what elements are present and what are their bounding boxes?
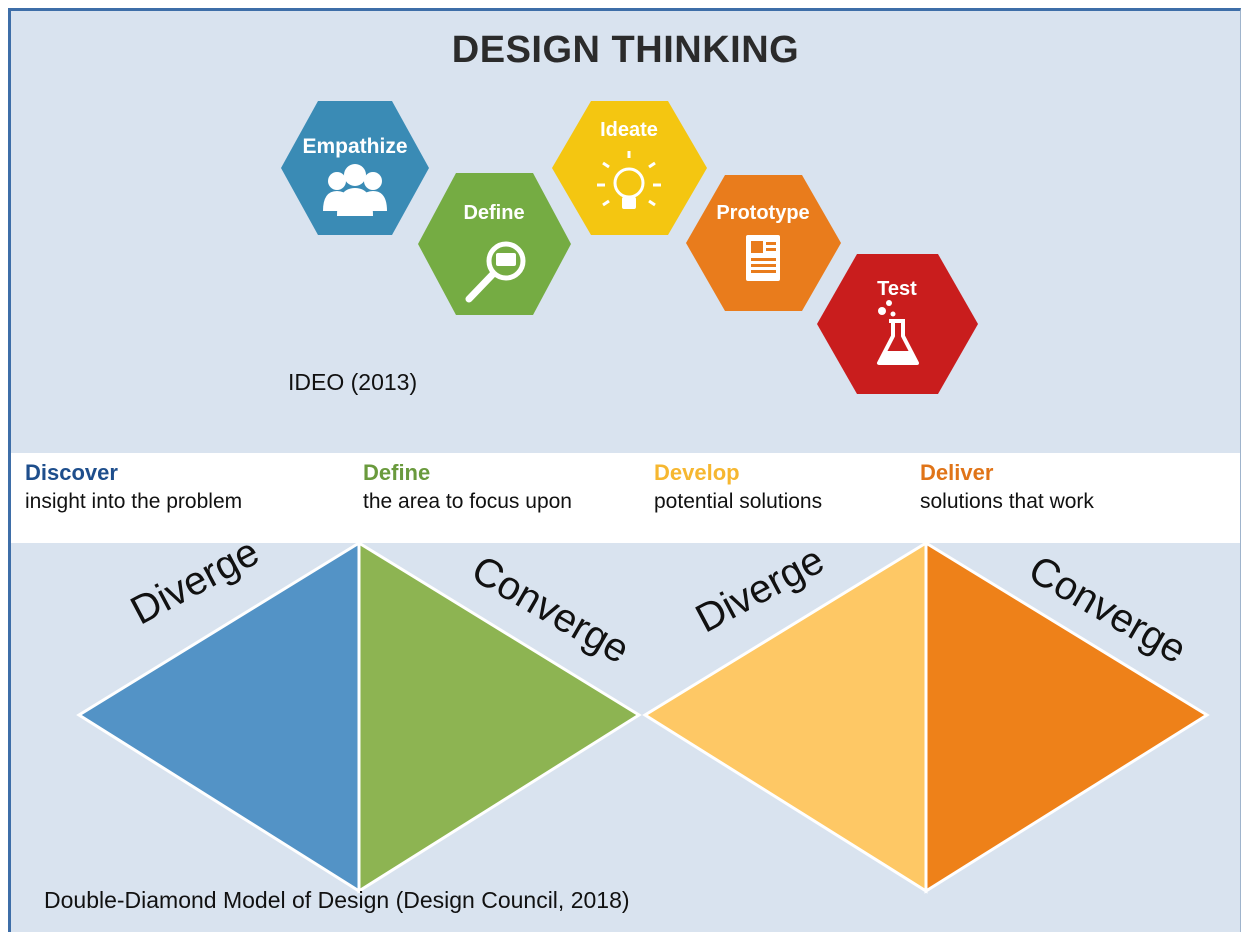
hexagon-label-define: Define xyxy=(463,202,524,224)
diagram-frame: DESIGN THINKING Empathize Define xyxy=(8,8,1241,932)
phase-name-define: Define xyxy=(363,460,431,485)
phase-desc-develop: potential solutions xyxy=(654,490,823,513)
ideo-caption: IDEO (2013) xyxy=(288,369,418,395)
phase-define: Define the area to focus upon xyxy=(363,459,572,517)
document-icon xyxy=(746,235,780,281)
phase-desc-discover: insight into the problem xyxy=(25,490,243,513)
hexagon-test: Test xyxy=(817,254,978,394)
hexagon-define: Define xyxy=(418,173,571,315)
lightbulb-icon xyxy=(597,151,661,209)
hexagon-prototype: Prototype xyxy=(686,175,841,311)
hexagon-empathize: Empathize xyxy=(281,101,429,235)
phase-name-deliver: Deliver xyxy=(920,460,994,485)
phase-band xyxy=(11,453,1240,543)
diamond-discover-triangle xyxy=(76,540,361,894)
phase-desc-deliver: solutions that work xyxy=(920,490,1094,513)
double-diamond: Diverge Converge Diverge Converge xyxy=(76,530,1210,894)
hexagon-label-test: Test xyxy=(877,278,917,300)
phase-discover: Discover insight into the problem xyxy=(25,459,242,517)
double-diamond-caption: Double-Diamond Model of Design (Design C… xyxy=(44,887,630,913)
phase-develop: Develop potential solutions xyxy=(654,459,822,517)
phase-name-discover: Discover xyxy=(25,460,118,485)
people-icon xyxy=(323,164,387,216)
diagram-title: DESIGN THINKING xyxy=(451,29,800,71)
design-thinking-hexagons: Empathize Define Ideate xyxy=(281,101,978,394)
phase-name-develop: Develop xyxy=(654,460,740,485)
hexagon-label-prototype: Prototype xyxy=(716,202,809,224)
magnifier-icon xyxy=(465,241,526,303)
phase-desc-define: the area to focus upon xyxy=(363,490,572,513)
diamond-define-triangle xyxy=(357,540,642,894)
hexagon-ideate: Ideate xyxy=(552,101,707,235)
flask-icon xyxy=(877,300,919,365)
diamond-deliver-triangle xyxy=(924,540,1210,894)
hexagon-label-ideate: Ideate xyxy=(600,119,658,141)
phase-deliver: Deliver solutions that work xyxy=(920,459,1094,517)
hexagon-label-empathize: Empathize xyxy=(302,135,407,158)
